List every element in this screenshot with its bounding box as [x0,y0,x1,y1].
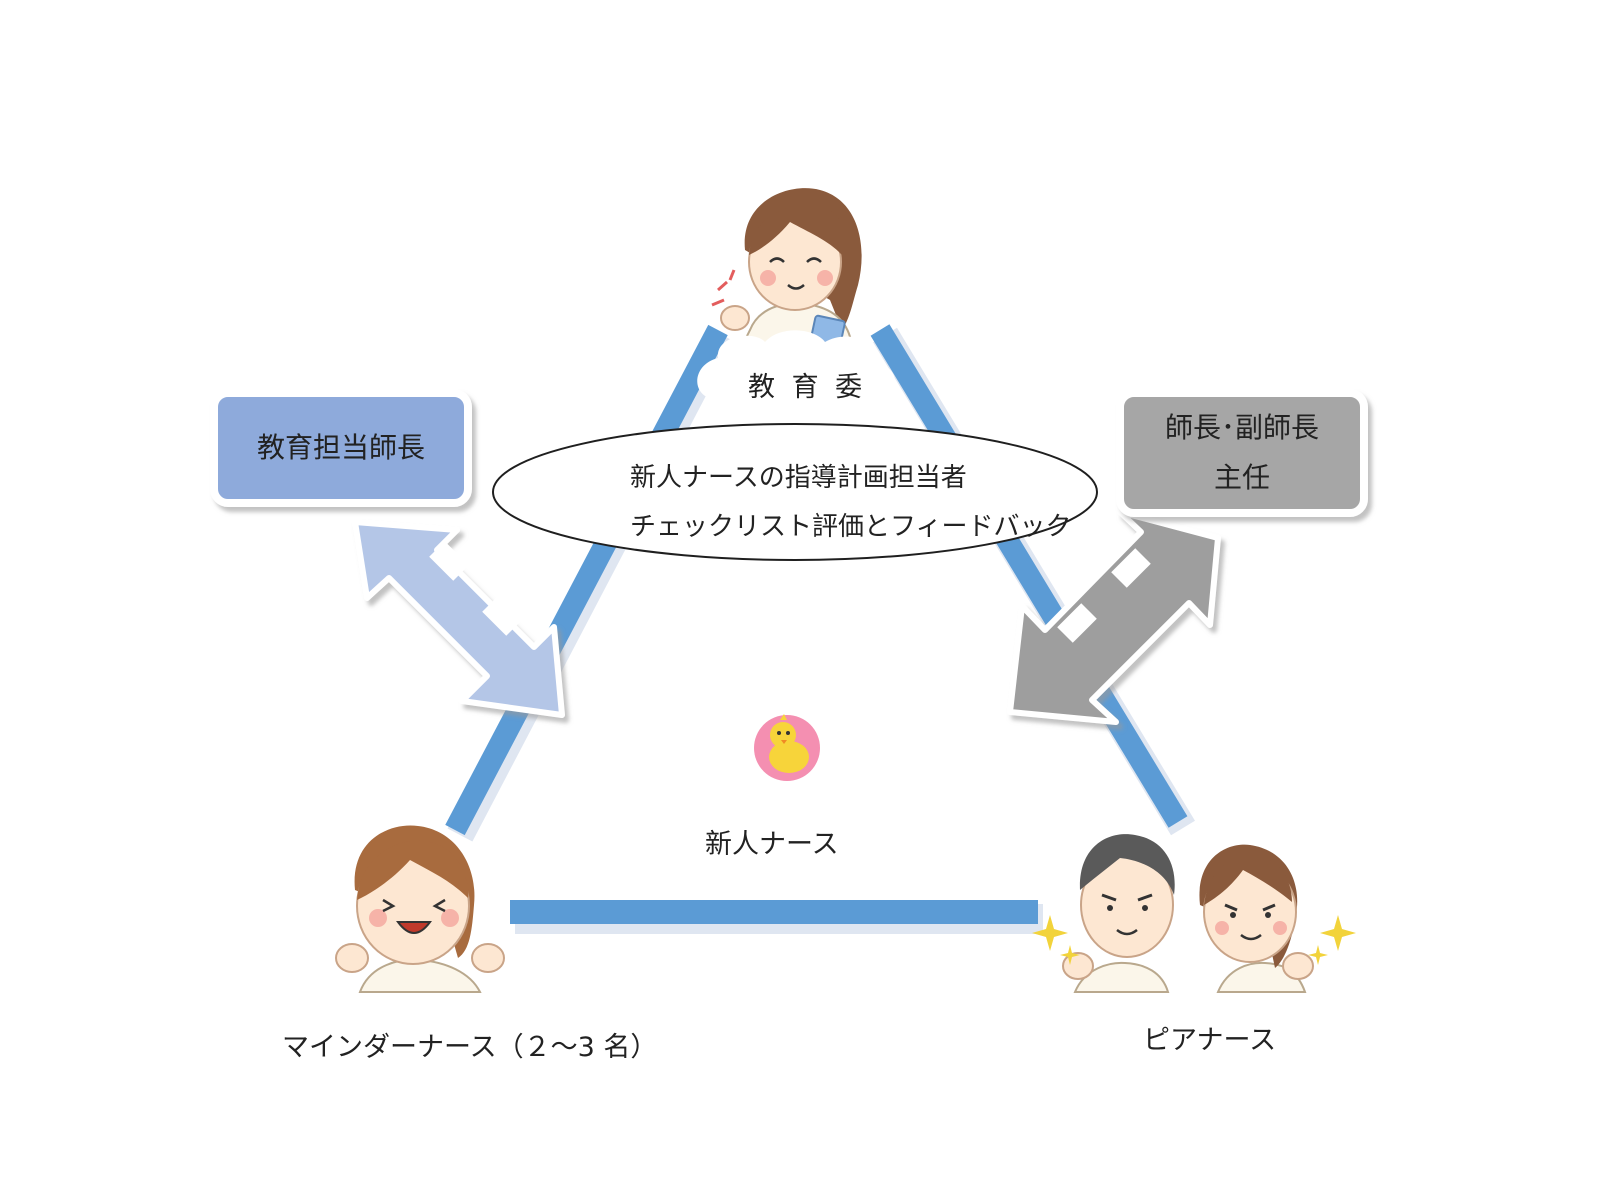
right-box-line-2: 主任 [1213,461,1270,494]
left-box [210,389,472,507]
right-box-line-1: 師長･副師長 [1164,411,1319,444]
triangle-bottom-side [510,900,1043,934]
bottom-left-label: マインダーナース（２～3 名） [282,1032,658,1063]
top-role-cloud [697,330,896,419]
triangle-right-side [870,324,1195,836]
left-box-label: 教育担当師長 [214,393,468,503]
female-nurse-icon [1199,844,1314,993]
sparkle-icon [1032,915,1356,965]
bottom-right-label: ピアナース [1143,1025,1277,1056]
right-double-arrow [1007,509,1221,725]
right-box [1116,389,1368,517]
chick-icon [754,714,820,781]
center-line-1: 新人ナースの指導計画担当者 [630,463,967,493]
male-nurse-icon [1062,834,1175,993]
right-box-label: 師長･副師長 主任 [1120,393,1364,513]
top-role-label: 教 育 委 [748,372,867,403]
center-line-2: チェックリスト評価とフィードバック [630,512,1072,542]
center-label: 新人ナース [705,829,839,860]
triangle-left-side [445,324,735,842]
nurse-cheering-icon [335,825,505,993]
left-double-arrow [352,519,565,718]
nurse-pointing-icon [711,188,862,356]
center-ellipse [492,423,1098,561]
left-box-text: 教育担当師長 [256,431,425,464]
